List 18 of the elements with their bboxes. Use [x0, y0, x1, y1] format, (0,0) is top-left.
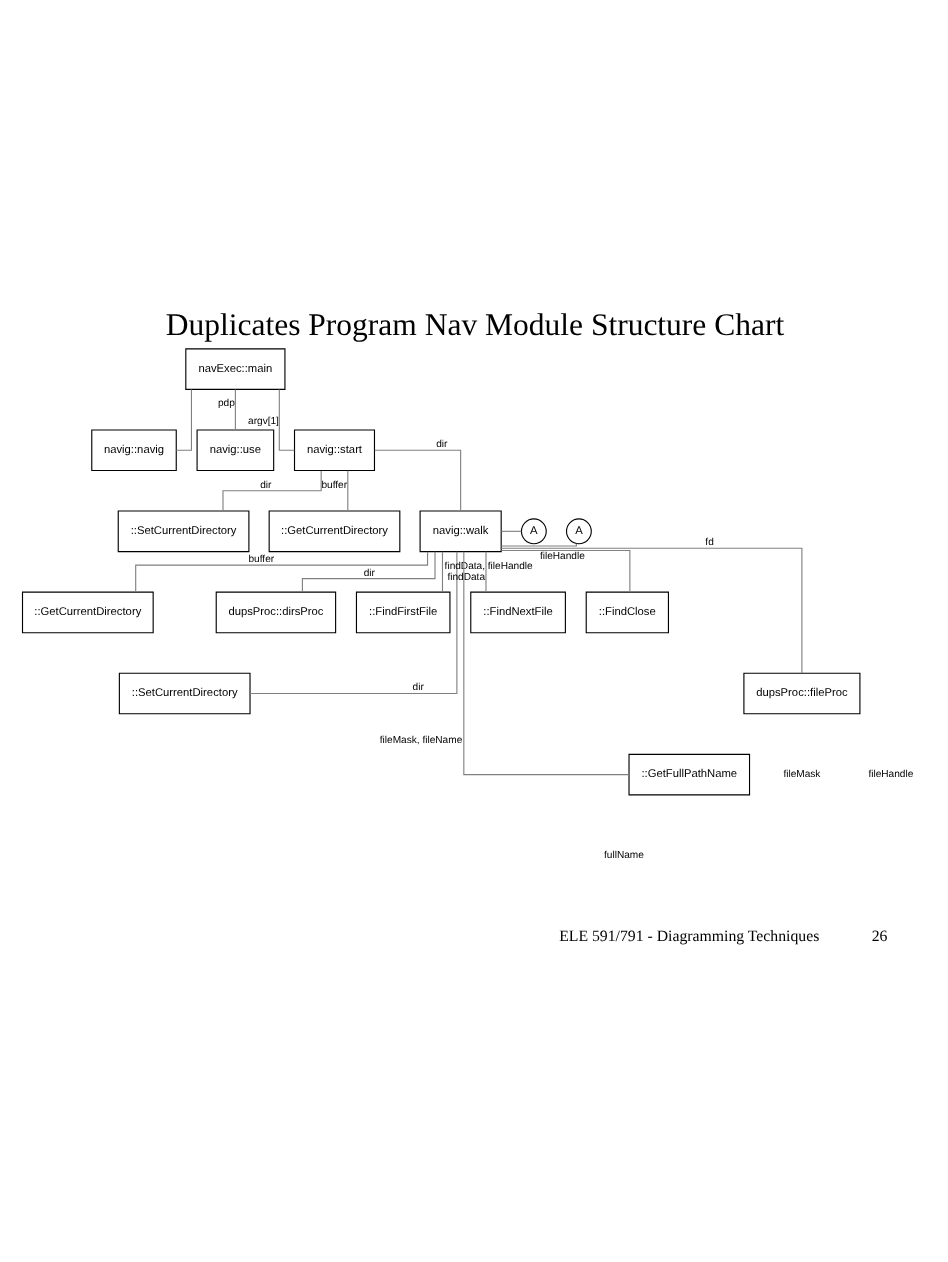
connector	[440, 551, 443, 593]
connector	[484, 551, 486, 593]
connector	[277, 389, 294, 451]
label: 26	[870, 926, 887, 945]
diagram-title: Duplicates Program Nav Module Structure Chart	[164, 308, 784, 343]
connector	[346, 470, 348, 512]
connector	[373, 449, 461, 512]
connector	[500, 549, 630, 593]
connector	[499, 530, 521, 532]
connector	[462, 551, 629, 776]
connector	[248, 551, 457, 695]
connector	[134, 551, 428, 593]
connector	[499, 547, 802, 674]
connector	[174, 389, 191, 451]
connector	[233, 389, 235, 431]
label: ELE 591/791 - Diagramming Techniques	[558, 926, 819, 945]
connector	[300, 551, 435, 593]
connector	[499, 543, 576, 547]
